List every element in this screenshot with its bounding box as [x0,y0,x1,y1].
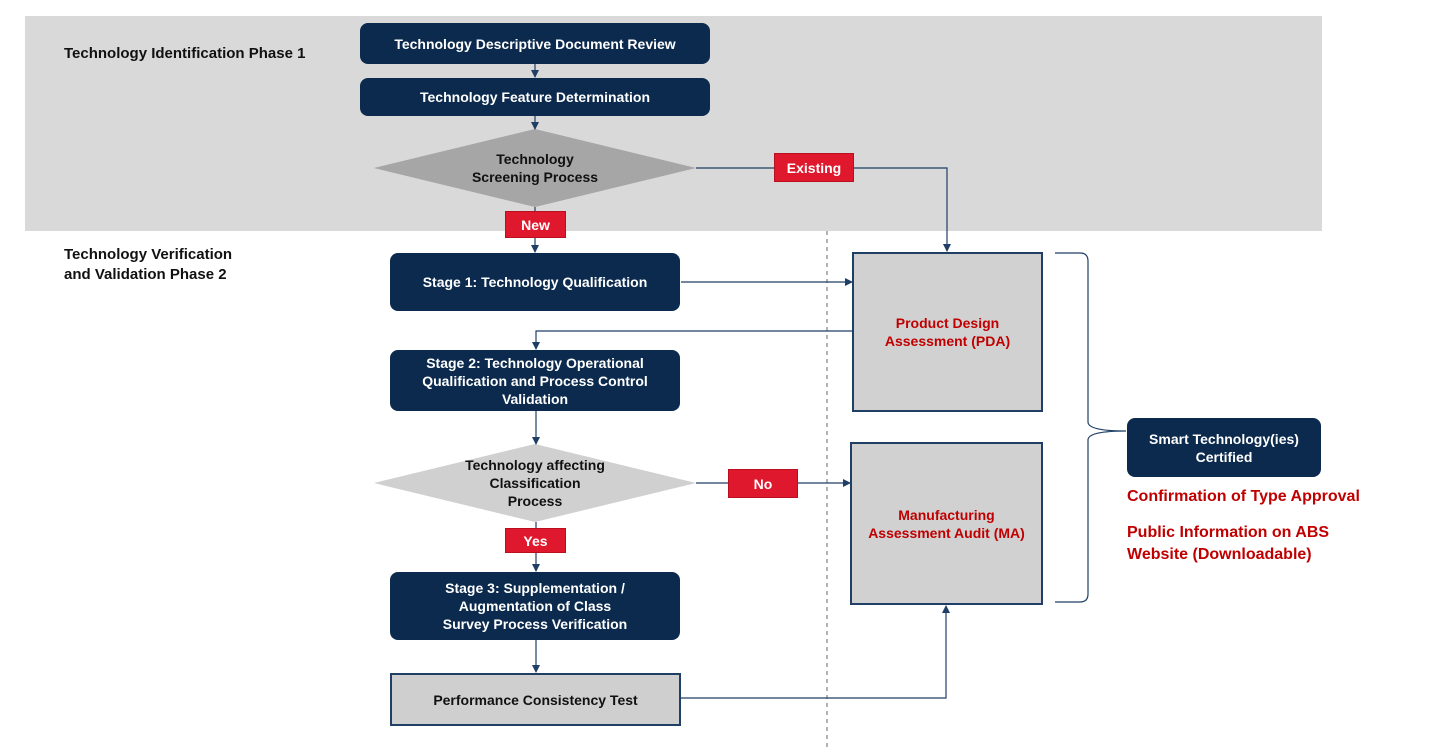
node-stage2: Stage 2: Technology Operational Qualific… [390,350,680,411]
node-ma: Manufacturing Assessment Audit (MA) [850,442,1043,605]
classification-diamond [374,444,696,522]
node-classification-label: Technology affecting Classification Proc… [465,457,605,509]
node-screening-label: Technology Screening Process [471,151,599,185]
screening-diamond [374,129,696,207]
assessment-brace [1055,252,1127,603]
edge-label-existing: Existing [774,153,854,182]
node-pda: Product Design Assessment (PDA) [852,252,1043,412]
node-stage1: Stage 1: Technology Qualification [390,253,680,311]
phase-2-label: Technology Verification and Validation P… [64,246,233,283]
node-doc-review: Technology Descriptive Document Review [360,23,710,64]
edge-label-new: New [505,211,566,238]
edge-label-yes: Yes [505,528,566,553]
node-feature-determination: Technology Feature Determination [360,78,710,116]
node-certified: Smart Technology(ies) Certified [1127,418,1321,477]
node-stage3: Stage 3: Supplementation / Augmentation … [390,572,680,640]
edge-pda-to-stage2 [532,330,852,350]
phase-1-label: Technology Identification Phase 1 [64,45,306,62]
edge-performance-to-ma [681,605,950,699]
outcome-type-approval: Confirmation of Type Approval [1127,488,1360,505]
outcome-public-info: Public Information on ABS Website (Downl… [1127,524,1330,563]
edge-label-no: No [728,469,798,498]
edge-existing-to-pda [854,167,951,252]
node-performance-test: Performance Consistency Test [390,673,681,726]
